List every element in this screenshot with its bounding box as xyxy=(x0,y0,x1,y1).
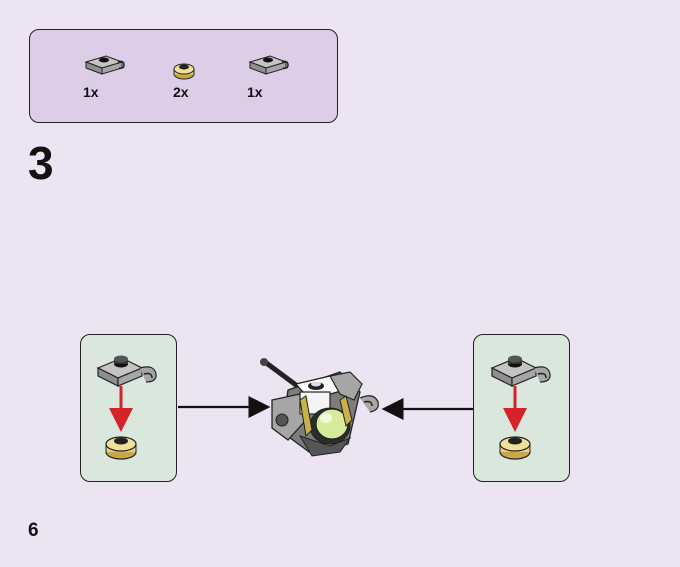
clip-plate-icon xyxy=(96,355,157,387)
model-assembly-icon xyxy=(260,358,379,457)
clip-plate-icon xyxy=(490,355,551,387)
page-number: 6 xyxy=(28,520,39,541)
round-plate-gold-icon xyxy=(499,436,531,460)
parts-list-box: 1x 2x 1x xyxy=(29,29,338,123)
step-number: 3 xyxy=(28,137,54,189)
plate-with-clip-icon xyxy=(82,52,126,80)
plate-with-clip-icon xyxy=(246,52,290,80)
part-quantity: 1x xyxy=(83,84,99,100)
round-plate-gold-icon xyxy=(105,436,137,460)
part-quantity: 1x xyxy=(247,84,263,100)
round-plate-gold-icon xyxy=(171,60,197,84)
part-quantity: 2x xyxy=(173,84,189,100)
